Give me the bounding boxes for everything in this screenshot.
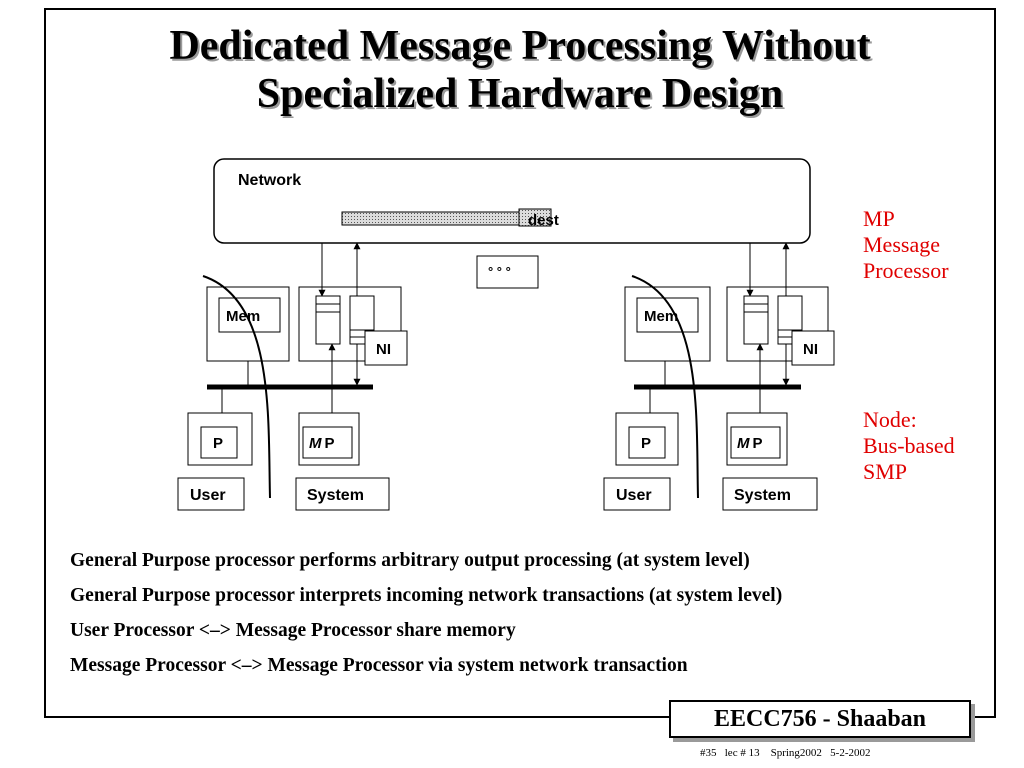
dest-header <box>518 208 552 227</box>
ellipsis-box <box>476 255 539 289</box>
slide-title: Dedicated Message Processing Without Spe… <box>44 22 996 118</box>
user-label: User <box>616 487 652 504</box>
ni-label: NI <box>376 341 391 358</box>
bullet-item: User Processor <–> Message Processor sha… <box>70 620 516 641</box>
bullet-item: General Purpose processor performs arbit… <box>70 550 750 571</box>
dest-label: dest <box>528 212 559 229</box>
user-processor-box <box>628 426 666 459</box>
mp-rest: P <box>325 435 335 452</box>
ellipsis-label: ° ° ° <box>488 264 511 279</box>
title-line-1: Dedicated Message Processing Without <box>169 23 871 69</box>
system-label-box <box>295 477 390 511</box>
memory-label-box <box>218 297 281 333</box>
mp-rest: P <box>753 435 763 452</box>
mp-legend: MP Message Processor <box>863 206 949 284</box>
ni-label: NI <box>803 341 818 358</box>
user-label-box <box>177 477 245 511</box>
title-line-2: Specialized Hardware Design <box>256 71 784 117</box>
ni-queue-out <box>743 295 769 345</box>
user-label: User <box>190 487 226 504</box>
slide-frame <box>44 8 996 718</box>
ni-label-box <box>364 330 408 366</box>
user-processor-label: P <box>213 435 223 452</box>
memory-label: Mem <box>226 308 260 325</box>
network-label: Network <box>238 172 301 189</box>
system-label-box <box>722 477 818 511</box>
mp-italic: M <box>737 435 750 452</box>
shared-memory-arc <box>631 275 699 499</box>
mp-italic: M <box>309 435 322 452</box>
bullet-item: General Purpose processor interprets inc… <box>70 585 783 606</box>
bullet-list: General Purpose processor performs arbit… <box>70 543 782 683</box>
mp-legend-line-1: MP <box>863 206 895 231</box>
message-processor-box <box>730 426 781 459</box>
message-packet <box>341 211 523 226</box>
node-legend-line-3: SMP <box>863 459 908 484</box>
node-legend-line-1: Node: <box>863 407 917 432</box>
bullet-item: Message Processor <–> Message Processor … <box>70 655 688 676</box>
shared-memory-arc <box>202 275 271 499</box>
ni-label-box <box>791 330 835 366</box>
message-processor-box <box>302 426 353 459</box>
network-box <box>213 158 811 244</box>
mp-legend-line-2: Message <box>863 232 940 257</box>
mp-legend-line-3: Processor <box>863 258 949 283</box>
node-legend: Node: Bus-based SMP <box>863 407 955 485</box>
node-legend-line-2: Bus-based <box>863 433 955 458</box>
course-badge: EECC756 - Shaaban <box>669 700 971 738</box>
system-label: System <box>734 487 791 504</box>
slide-footer: #35 lec # 13 Spring2002 5-2-2002 <box>700 747 871 759</box>
user-processor-box <box>200 426 238 459</box>
user-label-box <box>603 477 671 511</box>
system-label: System <box>307 487 364 504</box>
memory-label: Mem <box>644 308 678 325</box>
user-processor-label: P <box>641 435 651 452</box>
ni-queue-out <box>315 295 341 345</box>
